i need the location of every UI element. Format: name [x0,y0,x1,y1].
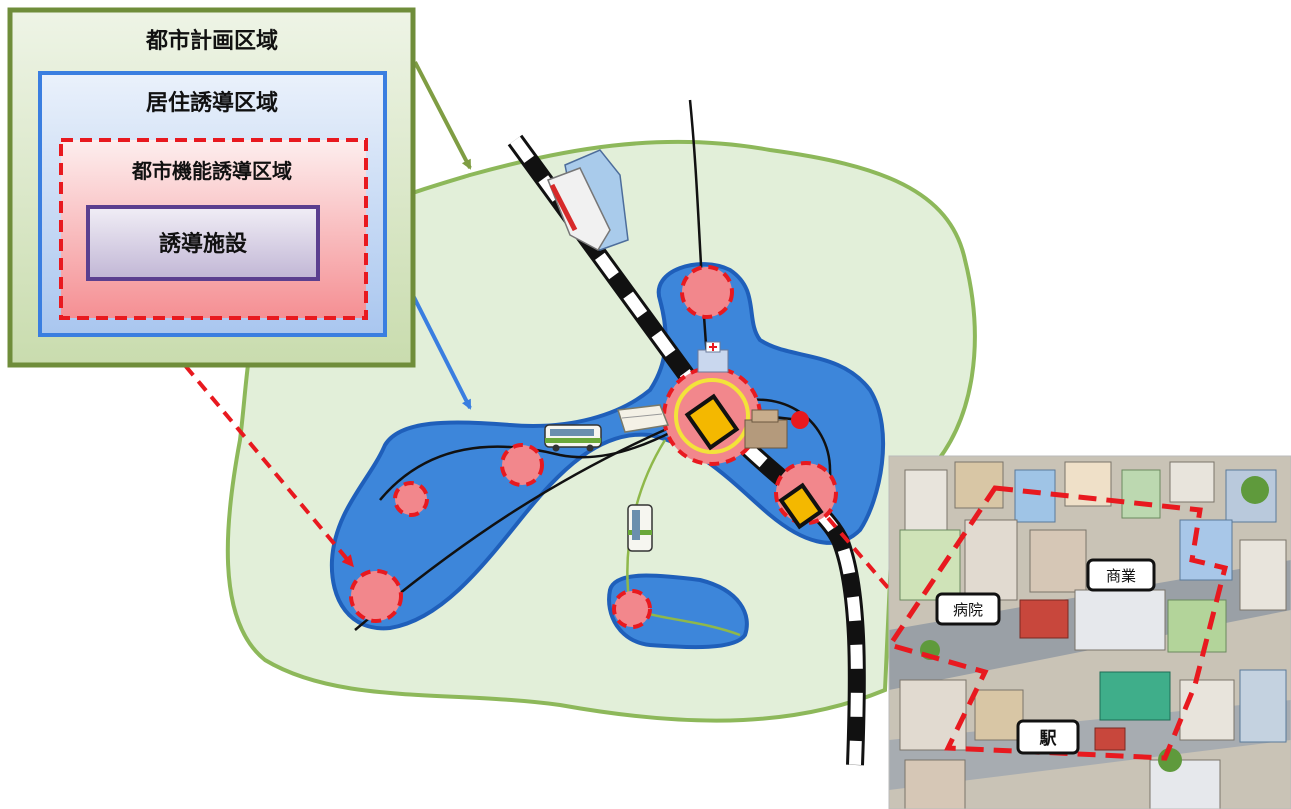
urban-function-hubs [349,265,838,629]
building-highrise-icon [547,149,629,251]
building-hospital-icon [697,341,729,373]
legend-guided-facility-label: 誘導施設 [159,231,248,257]
legend-city-planning-label: 都市計画区域 [145,28,278,54]
inset-label-hospital: 病院 [935,592,1001,626]
inset-frame [888,455,1291,809]
hub-southwest [349,569,403,623]
svg-text:病院: 病院 [953,601,983,619]
station-icon-southeast [778,482,824,530]
residential-area-main [329,262,886,631]
svg-text:商業: 商業 [1106,567,1136,585]
building-office-icon [744,409,788,449]
bus-stop-east [791,411,809,429]
svg-text:駅: 駅 [1039,729,1058,749]
arrow-city-planning [413,61,472,170]
residential-area-small [607,573,749,650]
legend-urban-function-label: 都市機能誘導区域 [131,159,292,183]
station-icon-central [684,393,740,451]
hub-north [680,265,734,319]
bus-icon-west [544,424,602,452]
legend-residential-label: 居住誘導区域 [146,90,278,116]
inset-label-station: 駅 [1016,719,1080,755]
inset-label-commerce: 商業 [1086,558,1156,592]
hub-west-small [393,481,429,517]
building-commercial-icon [617,404,670,433]
hub-west [500,443,544,487]
legend: 都市計画区域 居住誘導区域 都市機能誘導区域 誘導施設 [7,7,416,368]
hub-south [612,589,652,629]
arrow-urban-function [145,318,354,568]
central-station-ring [674,378,750,454]
legend-guided-facility-box [86,205,320,281]
inset-urban-function-boundary [886,485,1229,761]
railway-line-pattern [510,136,863,766]
bus-icon-south [627,504,653,552]
inset-city-illustration [889,456,1291,809]
